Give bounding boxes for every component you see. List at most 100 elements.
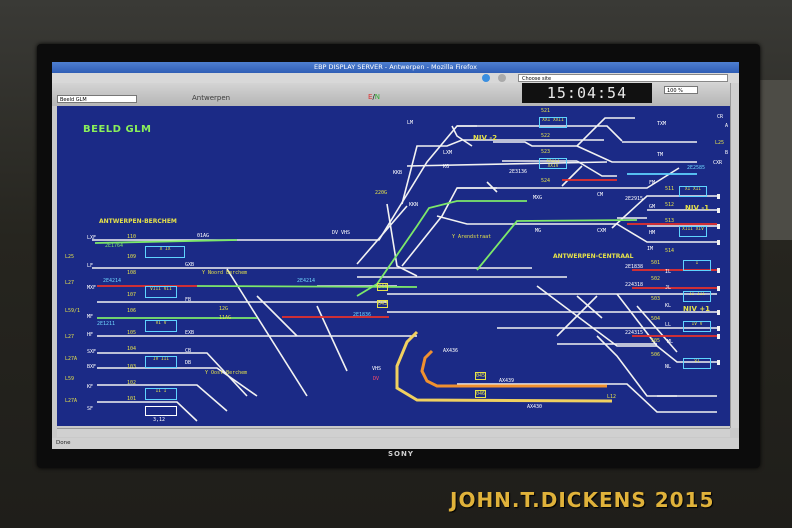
track — [536, 285, 657, 347]
clock: 15:04:54 — [522, 83, 652, 103]
signal-label[interactable]: KKN — [409, 202, 419, 208]
train-number: 2E4214 — [103, 278, 122, 284]
signal-label[interactable]: LL — [665, 322, 672, 328]
signal-label[interactable]: SXF — [87, 349, 97, 355]
track — [616, 293, 658, 347]
view-select[interactable]: Beeld GLM — [57, 95, 137, 103]
mode-e[interactable]: E — [368, 93, 373, 101]
zoom-select[interactable]: 100 % — [664, 86, 698, 94]
signal-label[interactable]: MXF — [87, 285, 97, 291]
track-box: 046 — [475, 390, 487, 398]
signal-label[interactable]: 01AG — [197, 233, 210, 239]
signal-label[interactable]: MG — [535, 228, 542, 234]
track-number: 101 — [127, 396, 137, 402]
signal-label[interactable]: KG — [443, 164, 450, 170]
track-number: 107 — [127, 292, 137, 298]
track — [97, 384, 228, 412]
line-label: L27 — [65, 280, 75, 286]
line-label: L25 — [715, 140, 725, 146]
signal-label[interactable]: KF — [87, 384, 94, 390]
platform-number: 521 — [541, 108, 551, 114]
track — [486, 181, 498, 193]
signal-label[interactable]: JL — [665, 285, 672, 291]
signal-label[interactable]: CM — [597, 192, 604, 198]
signal-label[interactable]: NL — [665, 364, 672, 370]
signal-label[interactable]: DB — [185, 360, 192, 366]
signal-label[interactable]: GM — [649, 204, 656, 210]
signal-label[interactable]: HM — [649, 230, 656, 236]
signal-label[interactable]: KL — [665, 303, 672, 309]
signal-label[interactable]: CR — [717, 114, 724, 120]
stop-icon[interactable] — [498, 74, 506, 82]
signal-label[interactable]: IL — [665, 269, 672, 275]
train-number: 2E3136 — [509, 169, 528, 175]
line-label: L59 — [65, 376, 75, 382]
signal-label[interactable]: MXG — [533, 195, 543, 201]
junction-label: Y Oost Berchem — [205, 370, 248, 376]
track — [406, 161, 608, 167]
signal-label[interactable]: TM — [657, 152, 664, 158]
junction-label: Y Noord Berchem — [202, 270, 248, 276]
train-number: 2E1764 — [105, 243, 124, 249]
platform-number: 501 — [651, 260, 661, 266]
signal-label[interactable]: CXM — [597, 228, 607, 234]
track-diagram: BEELD GLM ANTWERPEN-BERCHEM ANTWERPEN-CE… — [57, 106, 730, 426]
signal-label[interactable]: AX430 — [527, 404, 543, 410]
monitor-brand: SONY — [388, 450, 414, 458]
signal-label[interactable]: LXM — [443, 150, 453, 156]
line-label: L27 — [65, 334, 75, 340]
platform-box: II I — [145, 388, 177, 400]
signal-label[interactable]: FM — [649, 180, 656, 186]
signal-label[interactable]: MF — [87, 314, 94, 320]
track-box: 045 — [475, 372, 487, 380]
buffer-stop — [717, 286, 720, 291]
platform-box: XIII XIV — [679, 226, 707, 237]
route-letter: B — [725, 150, 729, 156]
horizontal-scrollbar[interactable] — [57, 428, 730, 437]
signal-label[interactable]: TXM — [657, 121, 667, 127]
signal-label[interactable]: IM — [647, 246, 654, 252]
track — [97, 352, 248, 397]
track — [401, 139, 604, 205]
refresh-icon[interactable] — [482, 74, 490, 82]
signal-label[interactable]: SF — [87, 406, 94, 412]
platform-box: XI XII — [679, 186, 707, 197]
point-label: 220G — [375, 190, 388, 196]
buffer-stop — [717, 310, 720, 315]
platform-number: 503 — [651, 296, 661, 302]
route-letter: A — [725, 123, 729, 129]
track-number: 104 — [127, 346, 137, 352]
app-header: Beeld GLM Antwerpen E/N 15:04:54 100 % — [52, 83, 739, 106]
signal-label[interactable]: AX439 — [499, 378, 515, 384]
signal-label[interactable]: LM — [407, 120, 414, 126]
vertical-scrollbar[interactable] — [730, 83, 739, 428]
signal-label[interactable]: BXF — [87, 364, 97, 370]
track — [256, 295, 298, 337]
track — [616, 223, 717, 243]
signal-label[interactable]: AX436 — [443, 348, 459, 354]
platform-box: VI V — [145, 320, 177, 332]
signal-label[interactable]: CXR — [713, 160, 723, 166]
train-route-green — [94, 239, 238, 244]
signal-label[interactable]: FB — [185, 297, 192, 303]
signal-label[interactable]: EXB — [185, 330, 195, 336]
signal-label[interactable]: LXF — [87, 235, 97, 241]
train-number: 2E2915 — [625, 196, 644, 202]
mode-toggle[interactable]: E/N — [368, 93, 380, 101]
signal-label[interactable]: GXB — [185, 262, 195, 268]
platform-number: 523 — [541, 149, 551, 155]
signal-label[interactable]: KKB — [393, 170, 403, 176]
legend-box — [145, 406, 177, 416]
track — [92, 125, 623, 241]
track — [561, 165, 583, 187]
signal-label[interactable]: CB — [185, 348, 192, 354]
track-number: 109 — [127, 254, 137, 260]
choose-site-select[interactable]: Choose site — [518, 74, 728, 82]
signal-label[interactable]: HF — [87, 332, 94, 338]
signal-label[interactable]: LF — [87, 263, 94, 269]
train-number: 224318 — [625, 282, 644, 288]
mode-n[interactable]: N — [374, 93, 381, 101]
platform-box: VI — [683, 358, 711, 369]
signal-label[interactable]: ML — [667, 339, 674, 345]
platform-number: 512 — [665, 202, 675, 208]
